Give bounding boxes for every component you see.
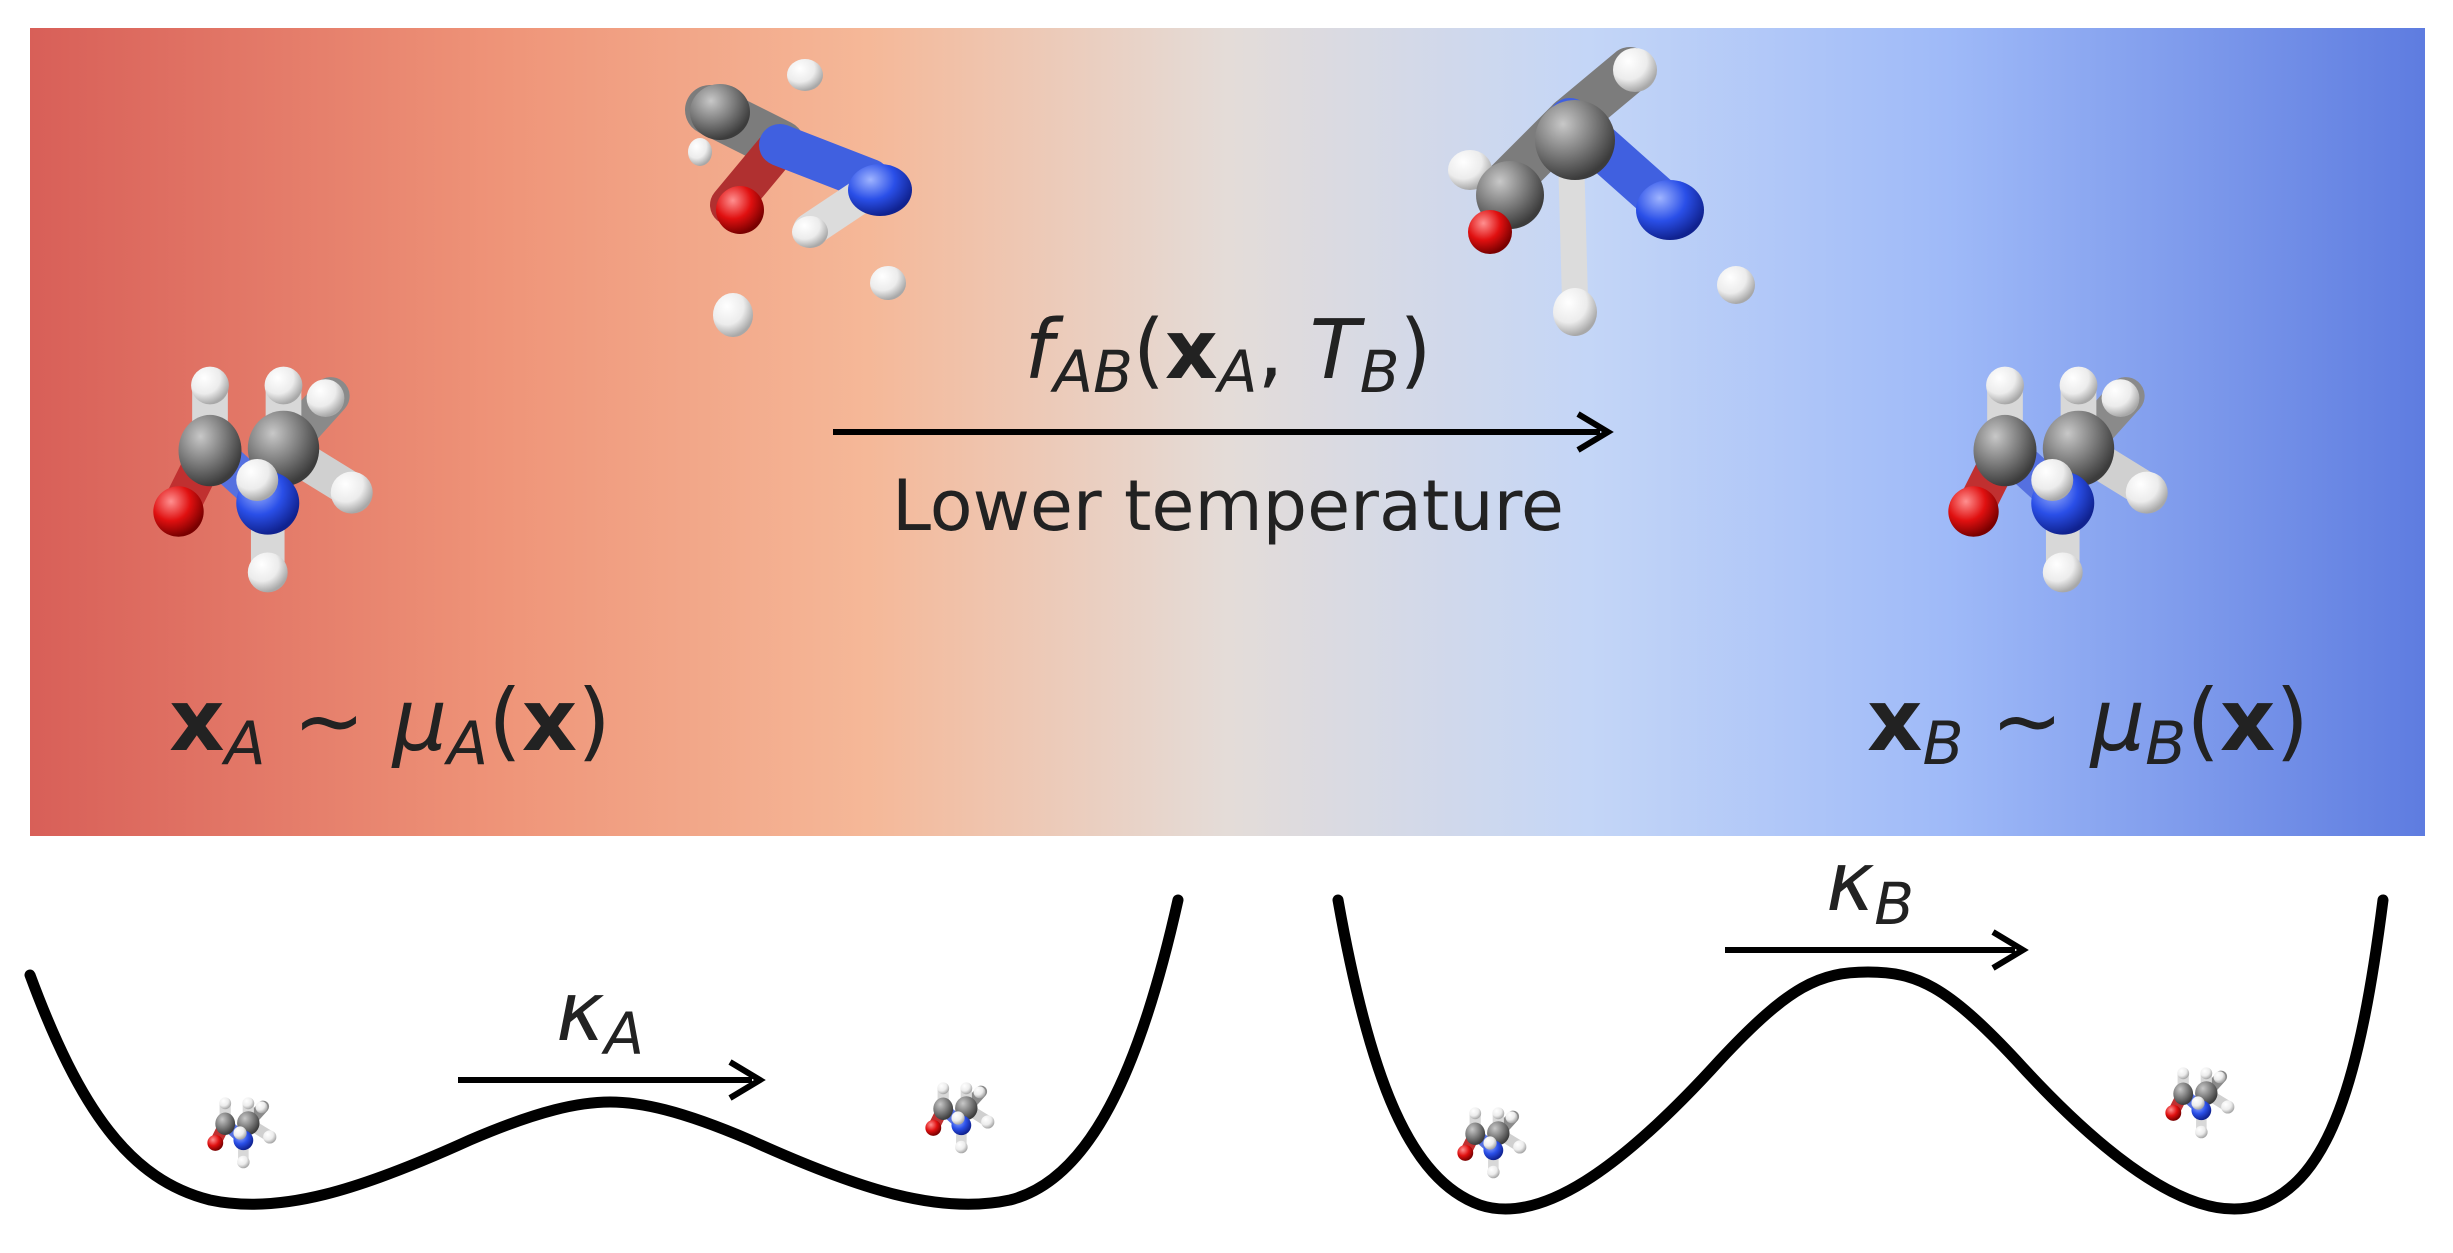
rate-label-b: κB — [1826, 835, 1914, 938]
state-a-label: xA ~ μA(x) — [169, 671, 611, 779]
well-molecule-b-left — [1457, 1107, 1526, 1178]
rate-label-a: κA — [556, 965, 644, 1068]
molecule-distorted-left — [685, 59, 912, 337]
molecule-distorted-right — [1448, 47, 1755, 336]
state-b-label: xB ~ μB(x) — [1867, 671, 2309, 779]
well-molecule-a-left — [207, 1097, 276, 1168]
well-molecule-b-right — [2165, 1067, 2234, 1138]
well-molecule-a-right — [925, 1082, 994, 1153]
energy-landscape-a — [24, 894, 1184, 1210]
rate-arrow-a — [458, 1059, 766, 1101]
process-caption: Lower temperature — [892, 465, 1564, 547]
mapping-arrow — [833, 411, 1614, 453]
energy-landscape-b — [1332, 894, 2389, 1215]
rate-arrow-b — [1725, 929, 2029, 971]
map-label: fAB(xA, TB) — [1025, 303, 1432, 406]
